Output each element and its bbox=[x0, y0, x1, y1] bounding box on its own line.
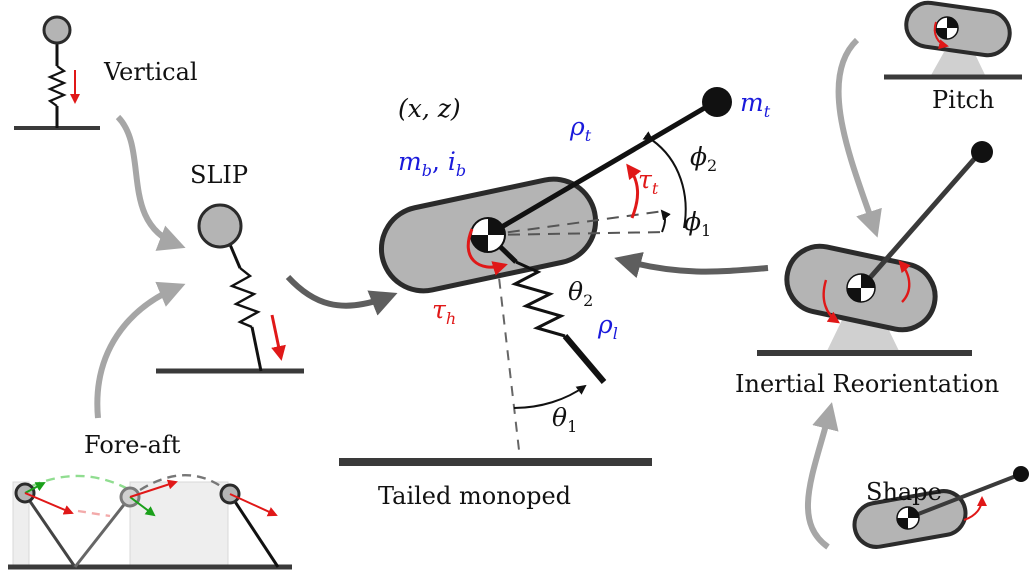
tau-h-label: τh bbox=[432, 295, 456, 328]
rho-t-sub: t bbox=[585, 126, 592, 145]
mb-symbol: m bbox=[398, 147, 422, 176]
phi1-symbol: ϕ bbox=[684, 207, 701, 236]
slip-model: SLIP bbox=[156, 161, 304, 374]
body-mass-inertia-symbol: mb, ib bbox=[398, 147, 466, 180]
shape-label: Shape bbox=[866, 478, 942, 506]
arrow-pitch-to-inertial bbox=[835, 37, 882, 238]
theta1-label: θ1 bbox=[552, 403, 577, 436]
fore-aft-label: Fore-aft bbox=[84, 431, 181, 459]
rho-l-symbol: ρ bbox=[597, 310, 613, 339]
arrow-slip-to-monoped bbox=[285, 274, 398, 316]
shape-model: Shape bbox=[852, 466, 1029, 549]
fore-aft-model: Fore-aft bbox=[8, 431, 292, 570]
rho-l-label: ρl bbox=[597, 310, 618, 343]
mb-sub: b bbox=[422, 161, 432, 180]
slip-force-arrow bbox=[270, 314, 286, 361]
tau-t-arrow bbox=[626, 163, 642, 219]
rho-l-sub: l bbox=[613, 324, 618, 343]
tailed-monoped-model: Tailed monoped (x, z) mb, ib mt ρt ρl bbox=[339, 87, 771, 510]
phi2-symbol: ϕ bbox=[690, 142, 707, 171]
phi1-sub: 1 bbox=[701, 221, 711, 240]
arrow-foreaft-to-slip bbox=[94, 281, 186, 419]
pitch-label: Pitch bbox=[932, 86, 994, 114]
ib-sub: b bbox=[456, 161, 466, 180]
mt-label: mt bbox=[740, 88, 771, 121]
theta2-sub: 2 bbox=[583, 291, 593, 310]
theta1-symbol: θ bbox=[552, 403, 567, 432]
tau-h-symbol: τ bbox=[432, 295, 447, 324]
tau-t-label: τt bbox=[638, 165, 659, 198]
phi2-label: ϕ2 bbox=[690, 142, 717, 175]
mt-symbol: m bbox=[740, 88, 764, 117]
position-symbol: (x, z) bbox=[398, 94, 461, 123]
mt-sub: t bbox=[764, 102, 771, 121]
inertial-reorientation-model: Inertial Reorientation bbox=[735, 141, 999, 398]
tau-h-arrow bbox=[466, 228, 508, 276]
ib-symbol: i bbox=[448, 147, 456, 176]
rho-t-symbol: ρ bbox=[569, 112, 585, 141]
slip-label: SLIP bbox=[190, 161, 248, 189]
arrow-vertical-to-slip bbox=[115, 114, 186, 251]
vertical-label: Vertical bbox=[103, 58, 198, 86]
theta1-sub: 1 bbox=[567, 417, 577, 436]
tau-t-symbol: τ bbox=[638, 165, 653, 194]
pitch-model: Pitch bbox=[884, 0, 1022, 114]
tau-h-sub: h bbox=[446, 309, 456, 328]
rho-t-label: ρt bbox=[569, 112, 592, 145]
arrow-shape-to-inertial bbox=[804, 402, 839, 550]
inertial-reorientation-label: Inertial Reorientation bbox=[735, 370, 999, 398]
vertical-model: Vertical bbox=[14, 15, 198, 130]
phi2-sub: 2 bbox=[707, 156, 717, 175]
theta2-label: θ2 bbox=[568, 277, 593, 310]
tau-t-sub: t bbox=[652, 179, 659, 198]
tailed-monoped-label: Tailed monoped bbox=[378, 482, 571, 510]
arrow-inertial-to-monoped bbox=[614, 252, 769, 279]
phi1-label: ϕ1 bbox=[684, 207, 711, 240]
theta2-symbol: θ bbox=[568, 277, 583, 306]
